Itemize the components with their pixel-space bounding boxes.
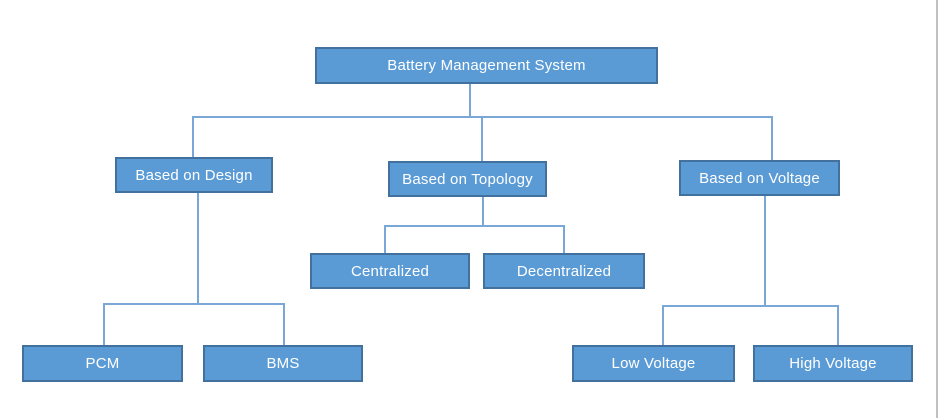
connector-line-vertical bbox=[771, 116, 773, 160]
connector-line-horizontal bbox=[103, 303, 283, 305]
connector-line-vertical bbox=[482, 197, 484, 225]
diagram-node-centralized[interactable]: Centralized bbox=[310, 253, 470, 289]
diagram-node-based-on-topology[interactable]: Based on Topology bbox=[388, 161, 547, 197]
connector-line-vertical bbox=[837, 305, 839, 345]
page-edge-line bbox=[936, 0, 938, 418]
diagram-node-high-voltage[interactable]: High Voltage bbox=[753, 345, 913, 382]
diagram-node-based-on-design[interactable]: Based on Design bbox=[115, 157, 273, 193]
connector-line-vertical bbox=[469, 84, 471, 116]
connector-line-vertical bbox=[384, 225, 386, 253]
connector-line-vertical bbox=[662, 305, 664, 345]
connector-line-vertical bbox=[481, 116, 483, 161]
diagram-node-bms[interactable]: BMS bbox=[203, 345, 363, 382]
connector-line-vertical bbox=[764, 196, 766, 305]
diagram-node-based-on-voltage[interactable]: Based on Voltage bbox=[679, 160, 840, 196]
connector-line-vertical bbox=[192, 116, 194, 157]
connector-line-vertical bbox=[563, 225, 565, 253]
connector-line-vertical bbox=[283, 303, 285, 345]
diagram-node-pcm[interactable]: PCM bbox=[22, 345, 183, 382]
connector-line-horizontal bbox=[662, 305, 837, 307]
diagram-node-battery-management-system[interactable]: Battery Management System bbox=[315, 47, 658, 84]
diagram-node-decentralized[interactable]: Decentralized bbox=[483, 253, 645, 289]
connector-line-horizontal bbox=[384, 225, 563, 227]
connector-line-vertical bbox=[197, 193, 199, 303]
diagram-node-low-voltage[interactable]: Low Voltage bbox=[572, 345, 735, 382]
connector-line-vertical bbox=[103, 303, 105, 345]
